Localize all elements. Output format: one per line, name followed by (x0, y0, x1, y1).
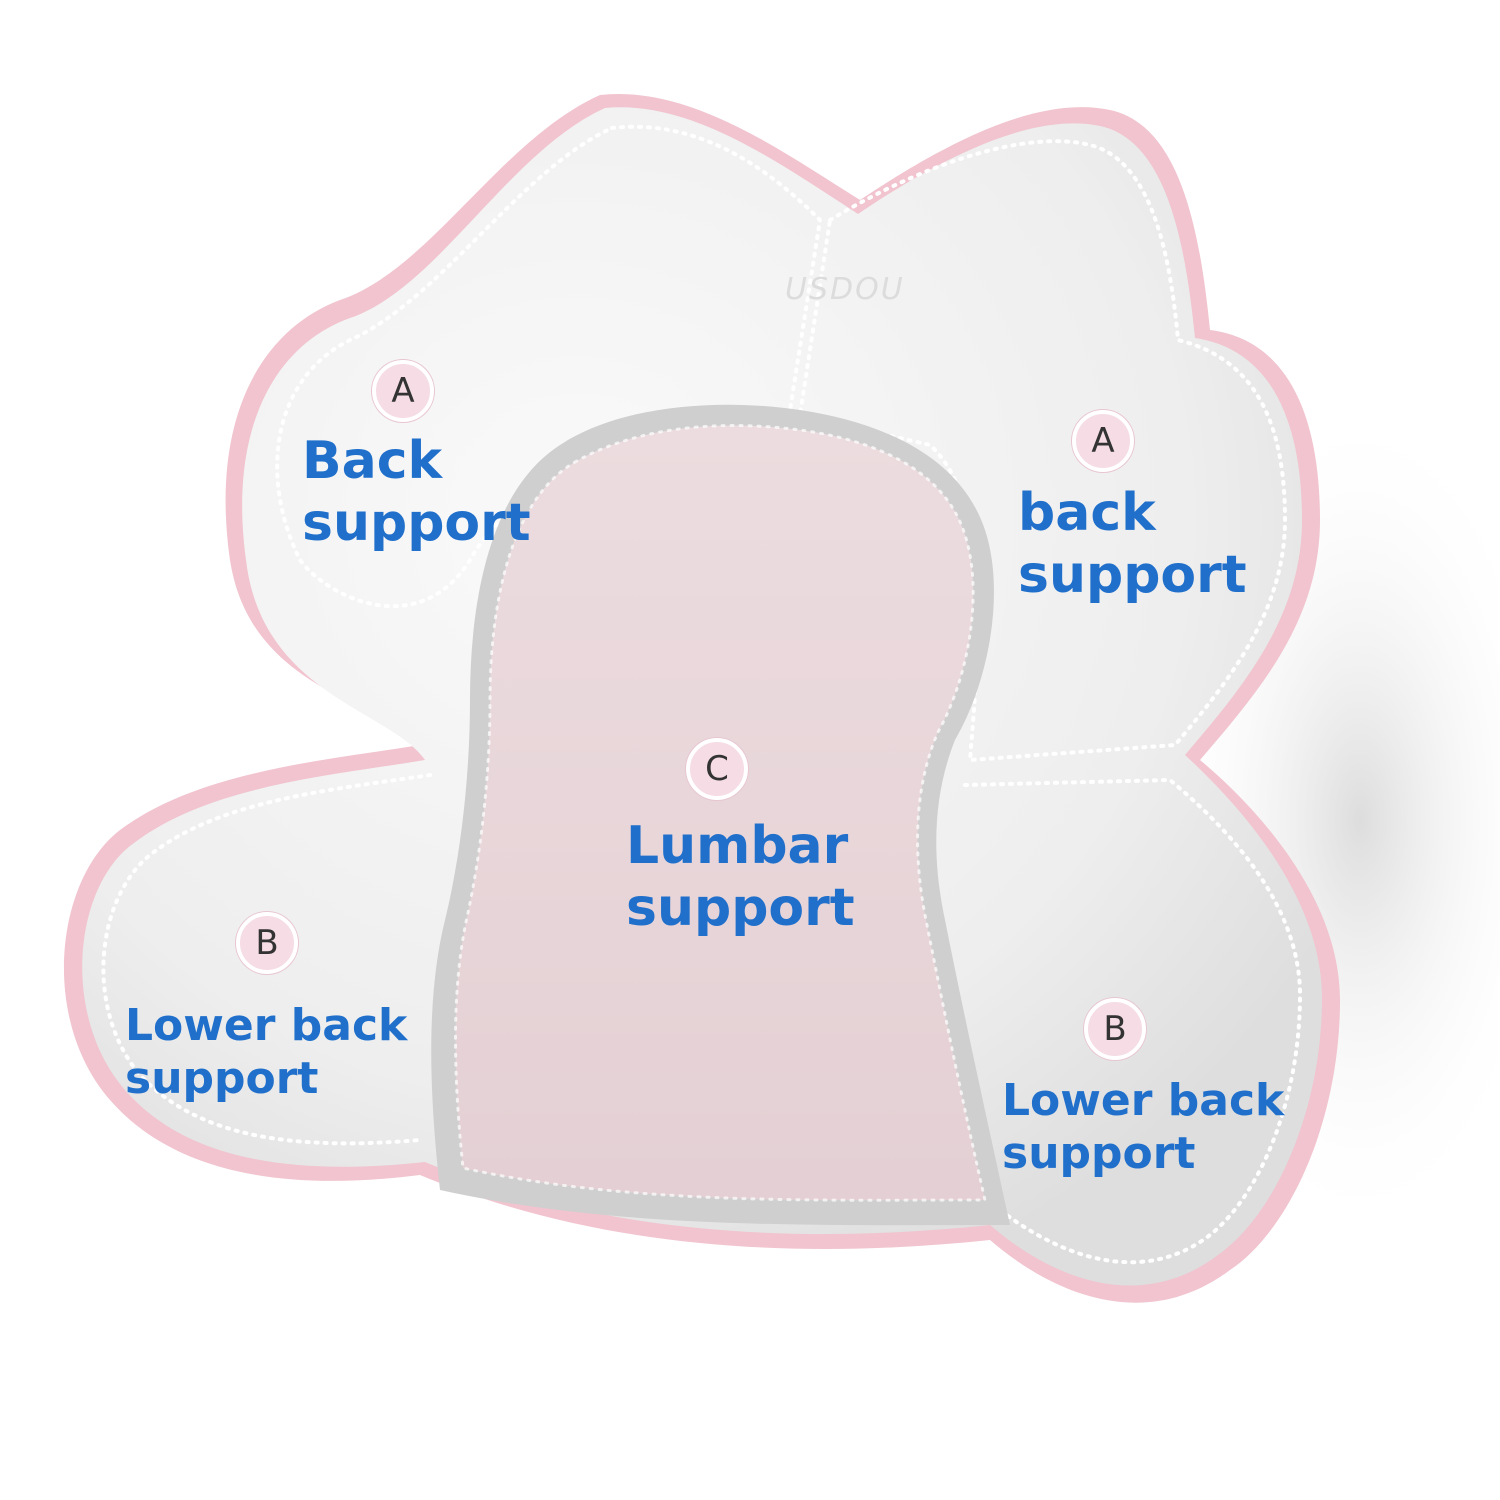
zone-label-back-support-left: Back support (302, 431, 531, 554)
zone-badge-c: C (686, 738, 748, 800)
zone-badge-a-right: A (1072, 410, 1134, 472)
brand-logo: USDOU (785, 272, 905, 307)
stitch-seams (101, 124, 1303, 1265)
lumbar-panel (455, 425, 986, 1201)
zone-label-lumbar-support: Lumbar support (626, 816, 855, 939)
zone-badge-b-right: B (1084, 998, 1146, 1060)
zone-badge-b-left: B (236, 912, 298, 974)
zone-label-lower-back-support-right: Lower back support (1002, 1075, 1285, 1179)
zone-badge-a-left: A (372, 360, 434, 422)
zone-label-lower-back-support-left: Lower back support (125, 1000, 408, 1104)
zone-label-back-support-right: back support (1018, 483, 1247, 606)
